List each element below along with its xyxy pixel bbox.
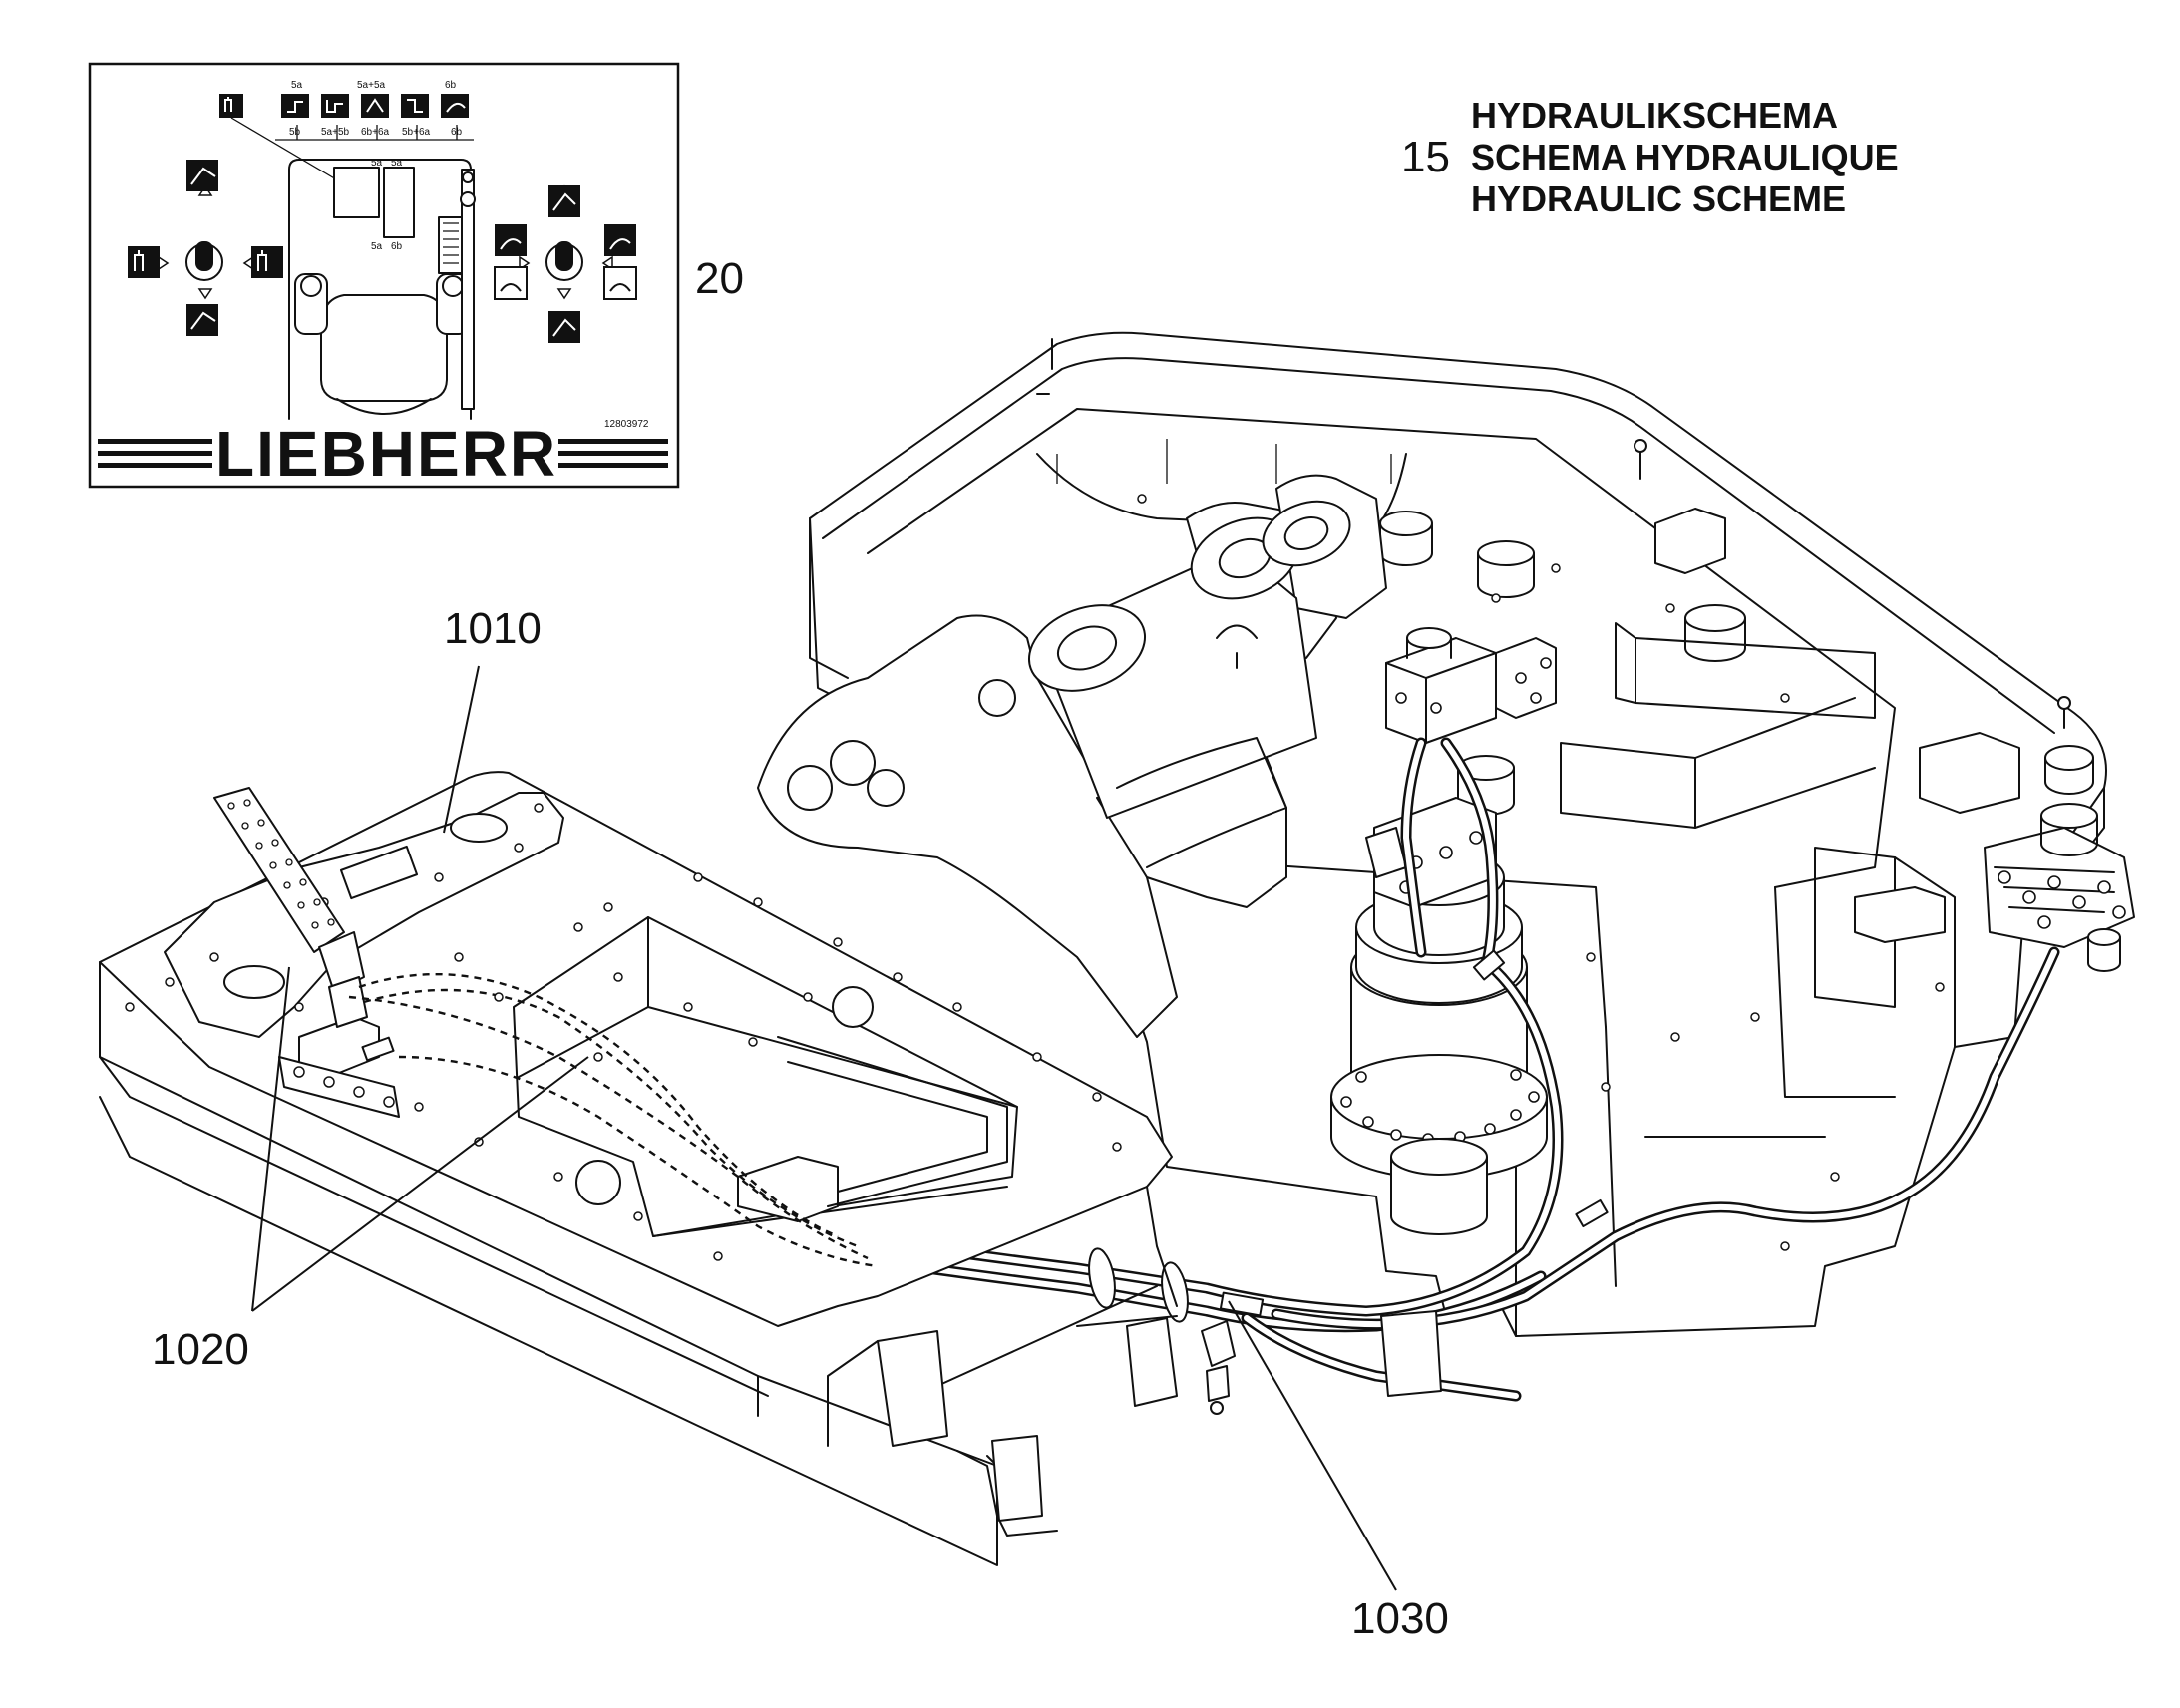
decal-part-number: 12803972 xyxy=(604,419,649,430)
decal-cab-plan: 5a 5a 5a 6b xyxy=(288,158,476,420)
pedal-valve xyxy=(278,976,400,1118)
title-line-fr: SCHEMA HYDRAULIQUE xyxy=(1471,137,1899,177)
function-icon xyxy=(441,94,469,118)
seat-label: 5a xyxy=(371,158,383,169)
hose-clamp xyxy=(1161,1261,1189,1323)
decal-right-joystick xyxy=(494,184,637,343)
callout-1020-group: 1020 xyxy=(152,966,589,1374)
floor-bolts xyxy=(125,872,1122,1261)
function-icon xyxy=(361,94,389,118)
decal-bottom-label: 5a+5b xyxy=(321,127,350,138)
title-line-de: HYDRAULIKSCHEMA xyxy=(1471,95,1838,136)
foot-pedal xyxy=(213,787,365,993)
cab-floor xyxy=(99,771,1442,1566)
callout-20: 20 xyxy=(695,254,744,303)
leader-line-1010 xyxy=(443,665,480,834)
decal-top-label: 5a+5a xyxy=(357,80,386,91)
title-block: HYDRAULIKSCHEMA SCHEMA HYDRAULIQUE HYDRA… xyxy=(1401,95,1899,219)
leader-line-1020 xyxy=(251,966,290,1312)
hose-bundle xyxy=(872,737,2060,1415)
accumulator xyxy=(1379,511,2094,816)
stick-icon xyxy=(548,185,580,217)
frame-bolts xyxy=(1137,494,1945,1251)
callout-1010-group: 1010 xyxy=(443,604,542,834)
callout-1030: 1030 xyxy=(1351,1594,1449,1643)
stick-icon xyxy=(548,311,580,343)
control-valve-cluster xyxy=(1984,803,2135,972)
right-joystick-knob xyxy=(442,275,464,297)
seat-console xyxy=(333,167,380,218)
rotary-union xyxy=(1330,797,1548,1235)
leader-line-1030 xyxy=(1228,1300,1397,1591)
decal-function-icons: 5a 5a+5a 6b 5b 5a+5b 6b+6a 5b+6a 6b xyxy=(219,80,474,190)
decal-top-label: 6b xyxy=(445,80,457,91)
seat-label: 6b xyxy=(391,241,403,252)
decal-bottom-label: 6b+6a xyxy=(361,127,390,138)
seat-console xyxy=(383,167,415,238)
decal-bottom-label: 5b xyxy=(289,127,301,138)
decal-brand-band: LIEBHERR xyxy=(98,418,668,490)
seat-label: 5a xyxy=(391,158,403,169)
title-line-en: HYDRAULIC SCHEME xyxy=(1471,178,1846,219)
decal-bottom-label: 5b+6a xyxy=(402,127,431,138)
hose-clamp xyxy=(1088,1247,1116,1309)
boom-mount xyxy=(757,474,1387,1038)
pedal-plate xyxy=(164,792,564,1038)
decal-border xyxy=(88,62,680,489)
callout-1010: 1010 xyxy=(444,604,542,653)
callout-1020: 1020 xyxy=(152,1325,249,1374)
callout-1030-group: 1030 xyxy=(1228,1300,1449,1643)
control-decal: 5a 5a+5a 6b 5b 5a+5b 6b+6a 5b+6a 6b 5a 5… xyxy=(88,62,680,490)
decal-top-label: 5a xyxy=(291,80,303,91)
seat-label: 5a xyxy=(371,241,383,252)
left-joystick-knob xyxy=(300,275,322,297)
pilot-valve-block xyxy=(1385,627,1557,744)
title-number: 15 xyxy=(1401,133,1450,181)
decal-left-joystick xyxy=(128,160,283,336)
decal-brand: LIEBHERR xyxy=(215,418,557,490)
leader-line-1020 xyxy=(251,1056,589,1312)
